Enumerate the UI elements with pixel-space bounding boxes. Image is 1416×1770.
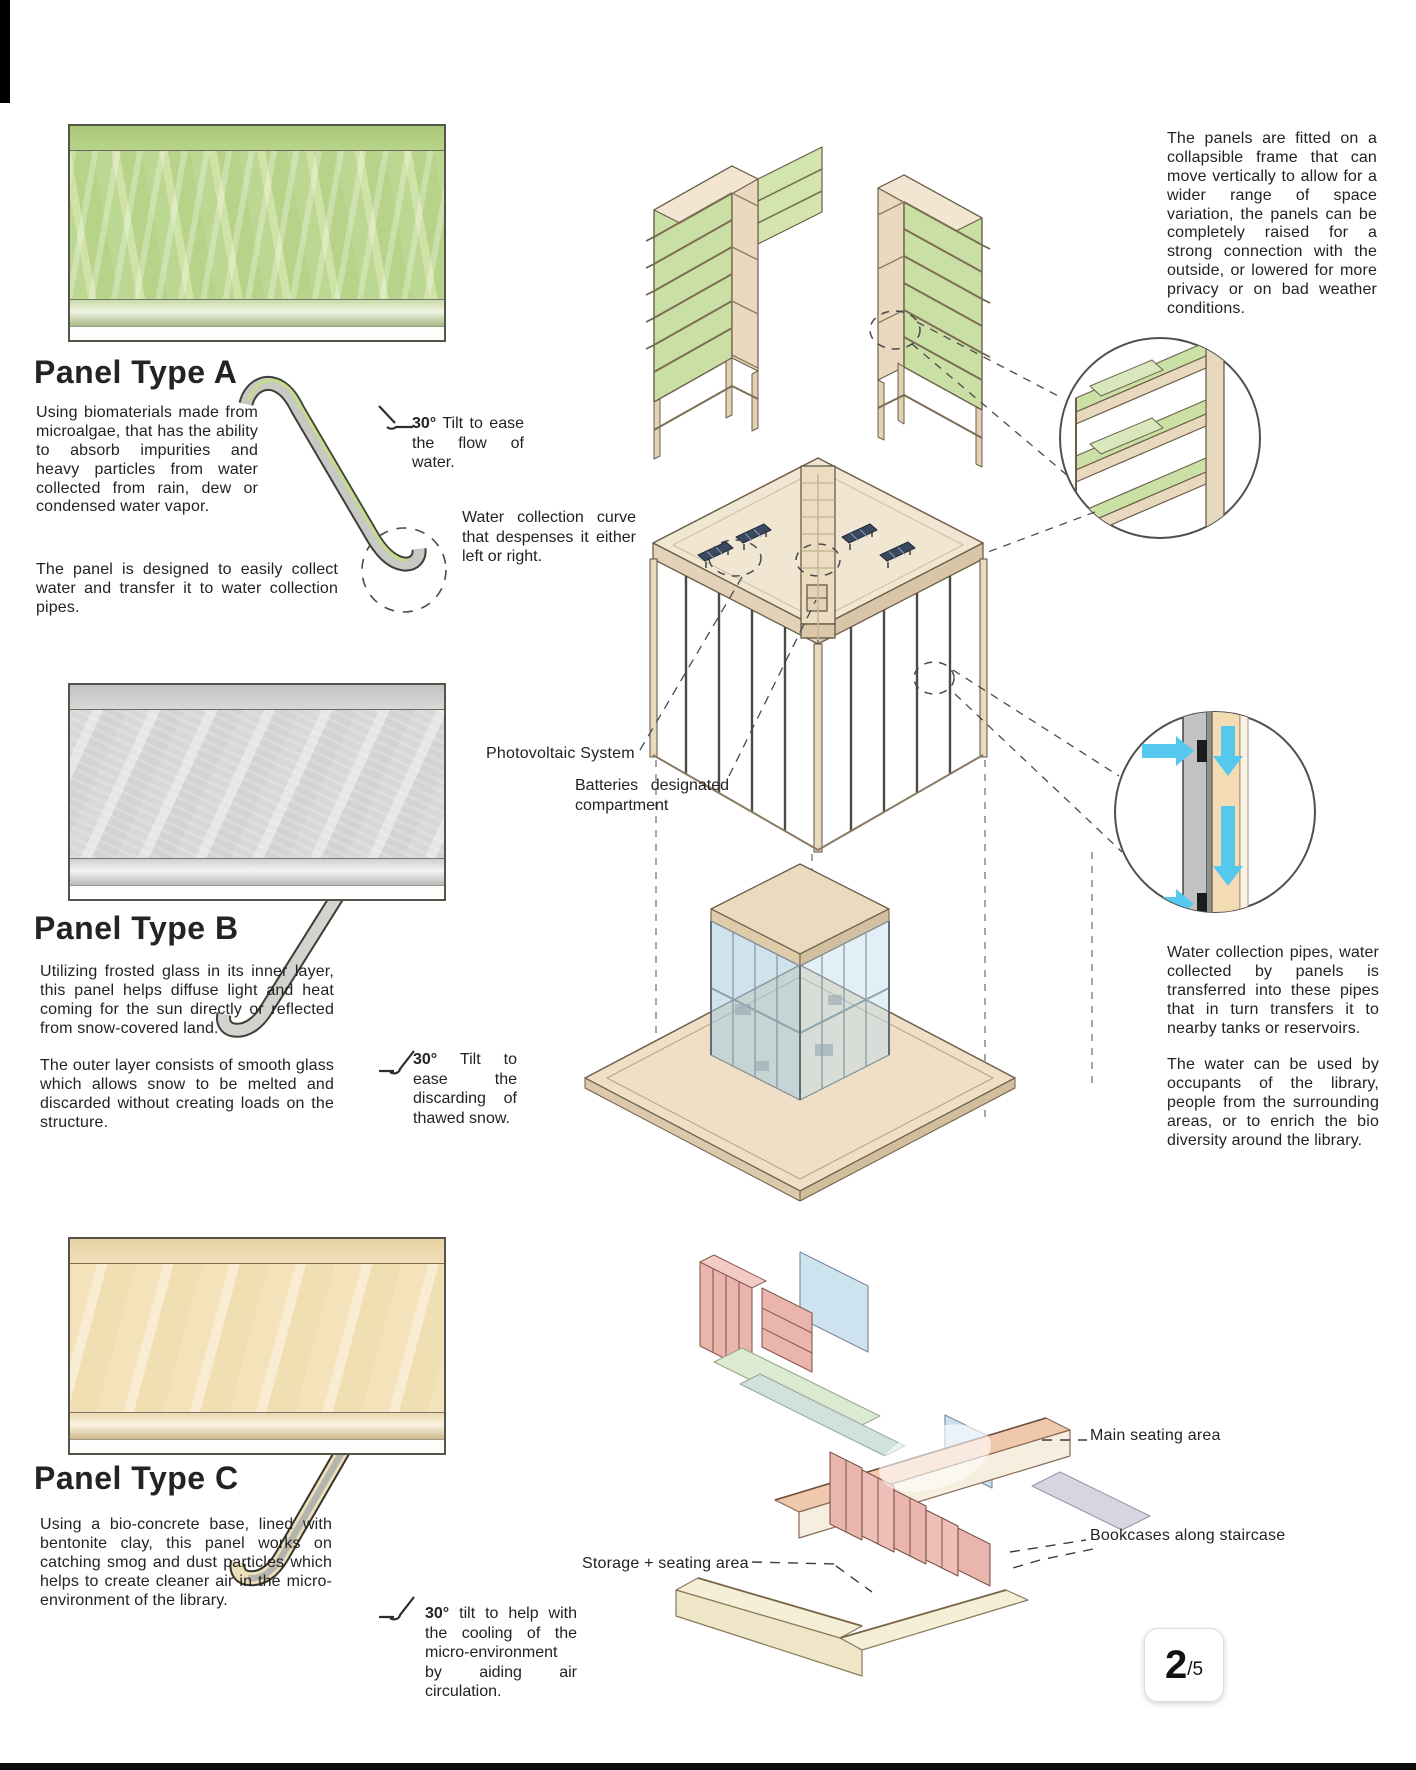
- panel-a-paragraph-2: The panel is designed to easily collect …: [36, 561, 338, 616]
- main-seating-label: Main seating area: [1090, 1427, 1221, 1444]
- panel-a-material-image: [68, 124, 446, 342]
- photovoltaic-label: Photovoltaic System: [486, 745, 635, 762]
- panel-c-tilt-degree: 30°: [425, 1605, 450, 1622]
- interior-furniture-hints: [735, 995, 842, 1071]
- panel-b-paragraph-2: The outer layer consists of smooth glass…: [40, 1057, 334, 1131]
- detail2-leader-lines: [952, 669, 1123, 853]
- water-usage-note: The water can be used by occupants of th…: [1167, 1056, 1379, 1149]
- storage-bench: [675, 1577, 1029, 1677]
- shelf-row: [1075, 341, 1207, 425]
- frame-detail-circle: [1059, 337, 1261, 539]
- detail1-leader-lines: [911, 321, 1069, 477]
- panel-b-base-strip: [70, 885, 444, 896]
- page-total: /5: [1187, 1659, 1204, 1680]
- pavilion-drawing: [649, 457, 988, 853]
- tilt-angle-icon-c: [379, 1596, 415, 1621]
- panel-c-top-band: [70, 1239, 444, 1264]
- collapsible-frame-note: The panels are fitted on a collapsible f…: [1167, 130, 1377, 317]
- panel-b-edge-band: [70, 858, 444, 885]
- curve-a-dashed-circle: [361, 527, 447, 613]
- panel-c-tilt-note: 30° tilt to help with the cooling of the…: [425, 1604, 577, 1702]
- bottom-rule: [0, 1763, 1416, 1770]
- panel-a-title: Panel Type A: [34, 354, 238, 390]
- panel-c-material-image: [68, 1237, 446, 1455]
- panel-b-material-image: [68, 683, 446, 901]
- panel-a-tilt-text: Tilt to ease the flow of water.: [412, 415, 525, 472]
- panel-a-paragraph-1: Using biomaterials made from microalgae,…: [36, 404, 258, 516]
- pv-dashed-circle: [708, 539, 762, 577]
- batteries-leader: [728, 599, 817, 777]
- water-pipes-note: Water collection pipes, water collected …: [1167, 944, 1379, 1037]
- panel-b-title: Panel Type B: [34, 910, 239, 946]
- floor-slab-teal: [739, 1373, 906, 1457]
- batteries-label: Batteries designated compartment: [575, 777, 729, 814]
- detail1-to-roof-leader: [987, 511, 1096, 553]
- photovoltaic-leader: [639, 571, 746, 751]
- panel-c-paragraph-1: Using a bio-concrete base, lined with be…: [40, 1516, 332, 1609]
- frame-detail-dashed-circle: [869, 310, 921, 350]
- pipe-inlet-top: [1197, 740, 1207, 762]
- storage-label: Storage + seating area: [582, 1555, 749, 1572]
- pipe-inlet-bottom: [1197, 893, 1207, 912]
- light-flare: [879, 1424, 991, 1492]
- page-corner-mark: [0, 0, 10, 103]
- panel-b-tilt-note: 30° Tilt to ease the discarding of thawe…: [413, 1050, 517, 1128]
- water-pipe-detail-circle: [1114, 711, 1316, 913]
- bookcases-leader: [1005, 1539, 1094, 1571]
- tower-right: [877, 174, 991, 468]
- panel-a-texture: [70, 151, 444, 299]
- panel-c-title: Panel Type C: [34, 1460, 239, 1496]
- pipe-dashed-circle: [913, 661, 955, 695]
- panel-c-base-strip: [70, 1439, 444, 1450]
- tilt-angle-icon-a: [378, 405, 413, 430]
- panel-b-paragraph-1: Utilizing frosted glass in its inner lay…: [40, 963, 334, 1037]
- glass-box-drawing: [584, 863, 1016, 1202]
- panel-a-top-band: [70, 126, 444, 151]
- panel-c-tilt-text: tilt to help with the cooling of the mic…: [425, 1605, 577, 1701]
- panel-c-texture: [70, 1264, 444, 1412]
- panel-b-tilt-text: Tilt to ease the discarding of thawed sn…: [413, 1051, 517, 1127]
- panel-a-tilt-degree: 30°: [412, 415, 437, 432]
- panel-a-curve-drawing: [238, 376, 447, 613]
- page-number-card: 2 /5: [1144, 1628, 1224, 1702]
- bookcase-towers: [699, 1254, 813, 1373]
- panel-b-top-band: [70, 685, 444, 710]
- page-number: 2: [1164, 1642, 1188, 1687]
- panel-c-edge-band: [70, 1412, 444, 1439]
- bookcases-label: Bookcases along staircase: [1090, 1527, 1286, 1544]
- storage-leader: [751, 1561, 873, 1593]
- panel-b-tilt-degree: 30°: [413, 1051, 438, 1068]
- walkway-dashed-circle: [795, 543, 841, 577]
- staircase-bookcases: [829, 1451, 991, 1587]
- panel-a-edge-band: [70, 299, 444, 326]
- tower-left: [645, 146, 823, 460]
- water-curve-note: Water collection curve that despenses it…: [462, 509, 636, 566]
- glass-wall-upper: [799, 1251, 869, 1353]
- panel-a-base-strip: [70, 326, 444, 337]
- collapsible-frame-towers-drawing: [645, 146, 991, 468]
- panel-a-tilt-note: 30° Tilt to ease the flow of water.: [412, 414, 524, 473]
- tilt-angle-icon-b: [379, 1050, 415, 1075]
- panel-b-texture: [70, 710, 444, 858]
- interior-axon-drawing: [675, 1251, 1151, 1677]
- floor-slab-lavender: [1031, 1471, 1151, 1531]
